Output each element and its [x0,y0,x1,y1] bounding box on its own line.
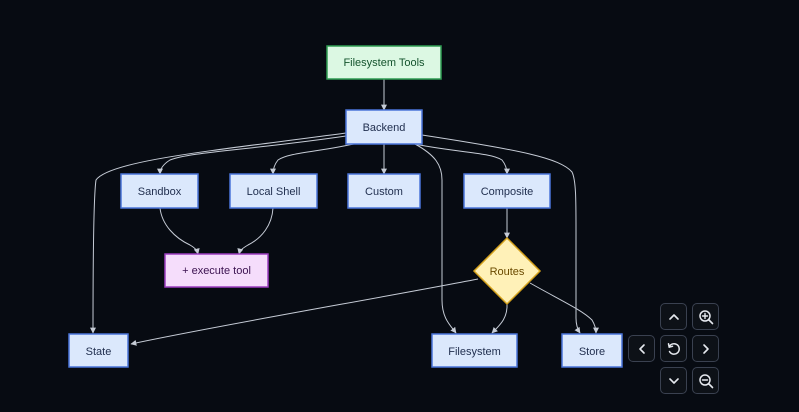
edge-backend-composite [409,142,510,175]
node-filesystem[interactable]: Filesystem [431,333,518,368]
node-execute-tool[interactable]: + execute tool [164,253,269,288]
node-state[interactable]: State [68,333,129,368]
node-composite-label: Composite [481,186,534,198]
edge-local-shell-execute-tool [237,207,274,255]
node-backend[interactable]: Backend [345,109,423,145]
edge-backend-filesystem [414,143,457,334]
chevron-right-icon [702,343,709,354]
edges [90,79,599,346]
edge-routes-store [529,282,599,334]
zoom-out-icon [698,373,713,388]
node-custom[interactable]: Custom [347,173,421,209]
pan-down-button[interactable] [660,367,687,394]
edge-routes-filesystem [491,302,508,334]
nodes: Filesystem Tools Backend Sandbox Local S… [68,45,623,368]
zoom-out-button[interactable] [692,367,719,394]
edge-backend-sandbox [157,135,347,175]
node-state-label: State [86,346,112,358]
node-backend-label: Backend [363,122,406,134]
node-filesystem-label: Filesystem [448,346,501,358]
node-local-shell-label: Local Shell [247,186,301,198]
chevron-down-icon [668,377,679,384]
node-routes-label: Routes [490,266,525,278]
node-sandbox-label: Sandbox [138,186,182,198]
node-composite[interactable]: Composite [463,173,551,209]
edge-routes-state [130,278,479,346]
node-filesystem-tools-label: Filesystem Tools [343,57,425,69]
zoom-in-icon [698,309,713,324]
edge-backend-state [90,132,347,334]
node-local-shell[interactable]: Local Shell [229,173,318,209]
pan-right-button[interactable] [692,335,719,362]
pan-left-button[interactable] [628,335,655,362]
chevron-left-icon [638,343,645,354]
node-execute-tool-label: + execute tool [182,265,251,277]
reset-view-button[interactable] [660,335,687,362]
node-store[interactable]: Store [561,333,623,368]
edge-sandbox-execute-tool [159,207,200,255]
node-custom-label: Custom [365,186,403,198]
zoom-in-button[interactable] [692,303,719,330]
edge-backend-local-shell [270,142,359,175]
reset-icon [667,342,680,355]
node-sandbox[interactable]: Sandbox [120,173,199,209]
node-filesystem-tools[interactable]: Filesystem Tools [326,45,442,80]
edge-backend-store [421,134,581,334]
chevron-up-icon [668,313,679,320]
pan-up-button[interactable] [660,303,687,330]
node-store-label: Store [579,346,605,358]
node-routes[interactable]: Routes [472,236,542,306]
